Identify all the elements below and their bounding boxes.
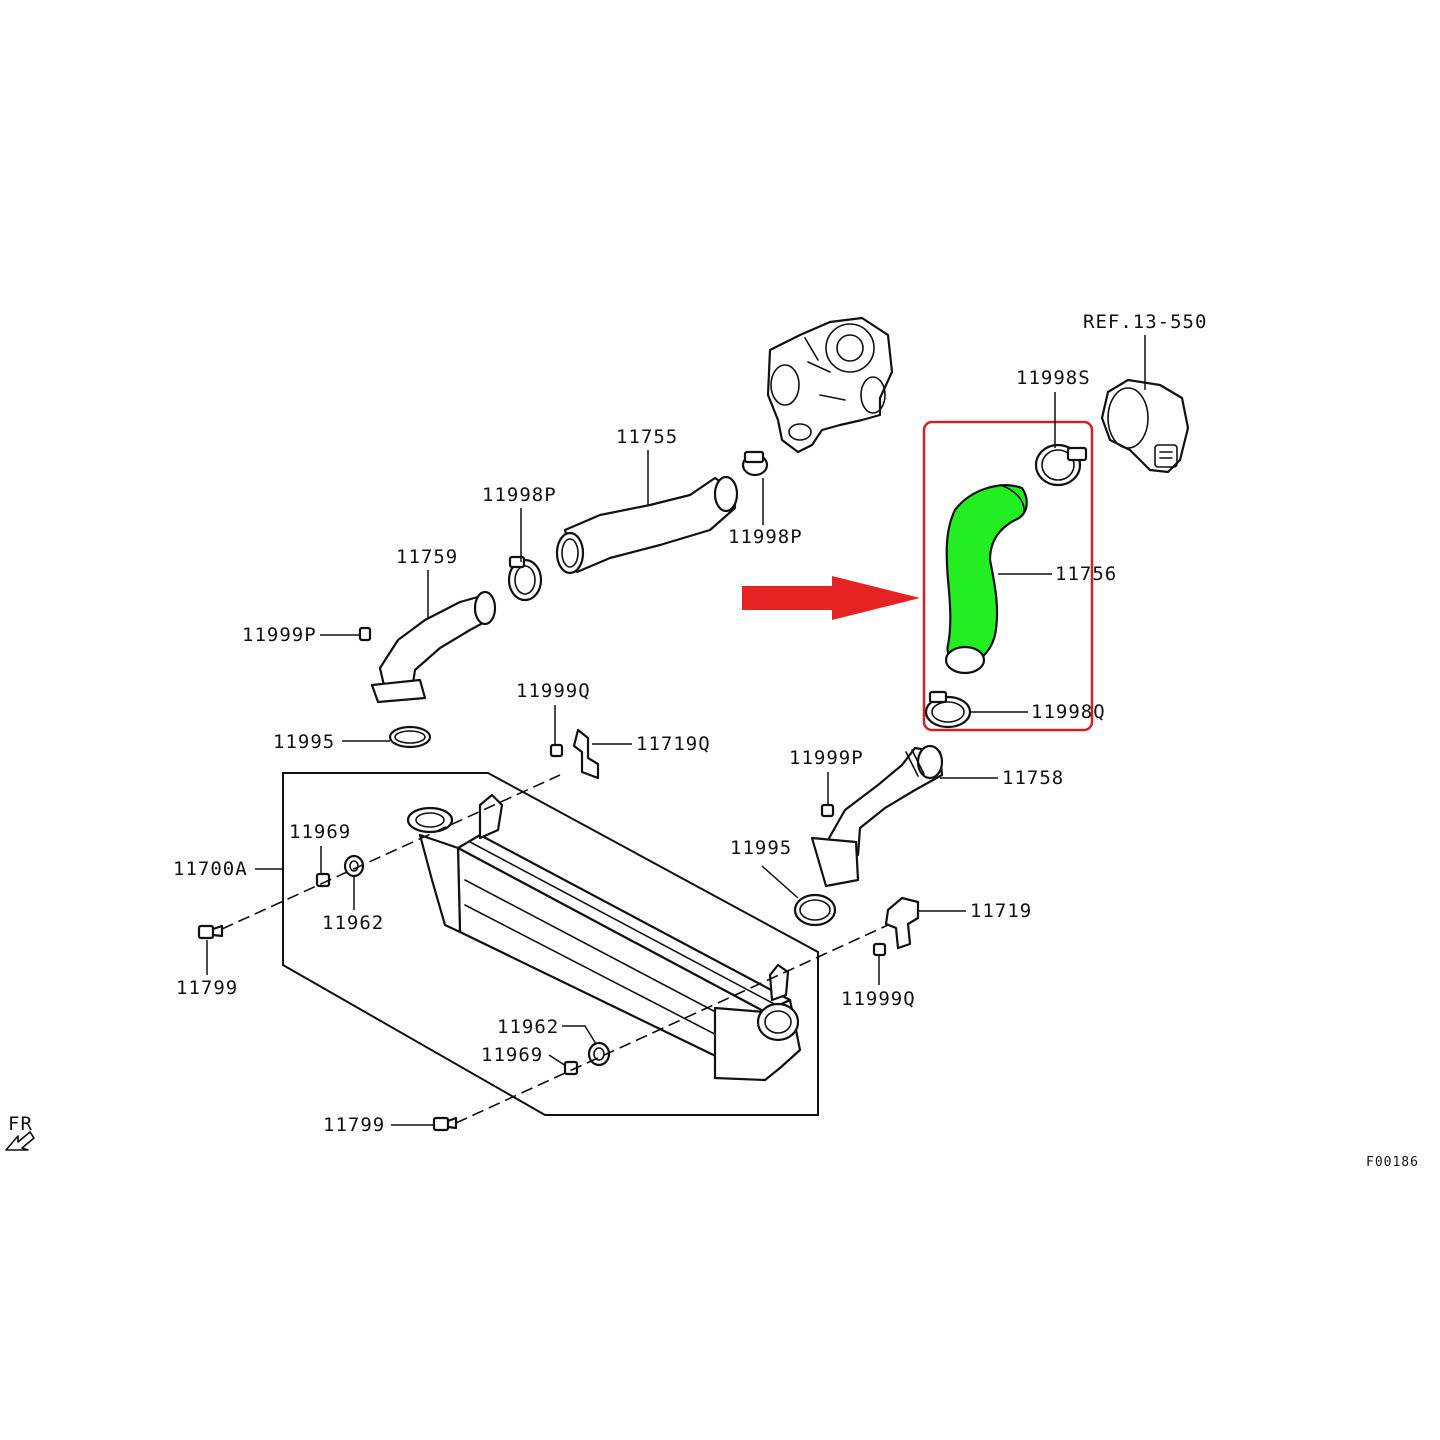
bolt-11799-bottom — [432, 1116, 458, 1132]
label-11969-bottom: 11969 — [481, 1044, 543, 1066]
throttle-body — [1100, 378, 1190, 474]
label-11758: 11758 — [1002, 767, 1064, 789]
label-11999p-left: 11999P — [242, 624, 317, 646]
o-ring-11995-left — [388, 725, 432, 749]
clamp-11998p-top — [507, 555, 543, 602]
label-11999q-top: 11999Q — [516, 680, 591, 702]
label-11998s: 11998S — [1016, 367, 1091, 389]
right-arrow-icon — [742, 576, 920, 620]
label-11962-bottom: 11962 — [497, 1016, 559, 1038]
label-11799-bottom: 11799 — [323, 1114, 385, 1136]
bolt-11969-top — [315, 872, 331, 888]
label-11700a: 11700A — [173, 858, 248, 880]
mount-line-top — [221, 774, 561, 930]
hose-11755 — [555, 475, 739, 575]
highlight-box — [922, 420, 1094, 732]
pipe-11759 — [370, 590, 497, 704]
label-11999p-right: 11999P — [789, 747, 864, 769]
bolt-11999q-top — [549, 743, 564, 758]
label-ref-13-550: REF.13-550 — [1083, 311, 1207, 333]
clamp-11998q — [924, 690, 972, 729]
intercooler-core — [406, 793, 802, 1082]
mount-line-bottom — [455, 924, 889, 1124]
pipe-11758 — [810, 744, 944, 888]
label-11995-left: 11995 — [273, 731, 335, 753]
label-11999q-bottom: 11999Q — [841, 988, 916, 1010]
bolt-11999p-right — [820, 803, 835, 818]
label-11799-left: 11799 — [176, 977, 238, 999]
clamp-11998p-right — [741, 450, 769, 477]
clamp-11998s — [1034, 443, 1088, 487]
label-11755: 11755 — [616, 426, 678, 448]
label-11756: 11756 — [1055, 563, 1117, 585]
front-direction-arrow-icon — [5, 1131, 35, 1151]
leader-lines — [206, 335, 1146, 1126]
bracket-11719q — [572, 728, 600, 780]
label-11969-top: 11969 — [289, 821, 351, 843]
hose-11756-highlighted — [944, 484, 1028, 675]
figure-code: F00186 — [1366, 1155, 1419, 1170]
turbocharger — [766, 316, 894, 454]
o-ring-11995-right-inner — [799, 899, 831, 921]
label-11998q: 11998Q — [1031, 701, 1106, 723]
o-ring-11995-left-inner — [394, 730, 426, 744]
label-11998p-top: 11998P — [482, 484, 557, 506]
label-11962-top: 11962 — [322, 912, 384, 934]
label-11719: 11719 — [970, 900, 1032, 922]
label-11719q: 11719Q — [636, 733, 711, 755]
bolt-11799-left — [197, 924, 224, 940]
bolt-11999q-bottom — [872, 942, 887, 957]
assembly-frame-11700a — [282, 772, 819, 1116]
part-labels: REF.13-550 11755 11998P 11998P 11998S 11… — [8, 311, 1419, 1170]
label-11759: 11759 — [396, 546, 458, 568]
label-11998p-right: 11998P — [728, 526, 803, 548]
bolt-11999p-left — [358, 626, 372, 642]
label-fr: FR — [8, 1113, 33, 1135]
label-11995-right: 11995 — [730, 837, 792, 859]
bracket-11719 — [884, 896, 920, 950]
